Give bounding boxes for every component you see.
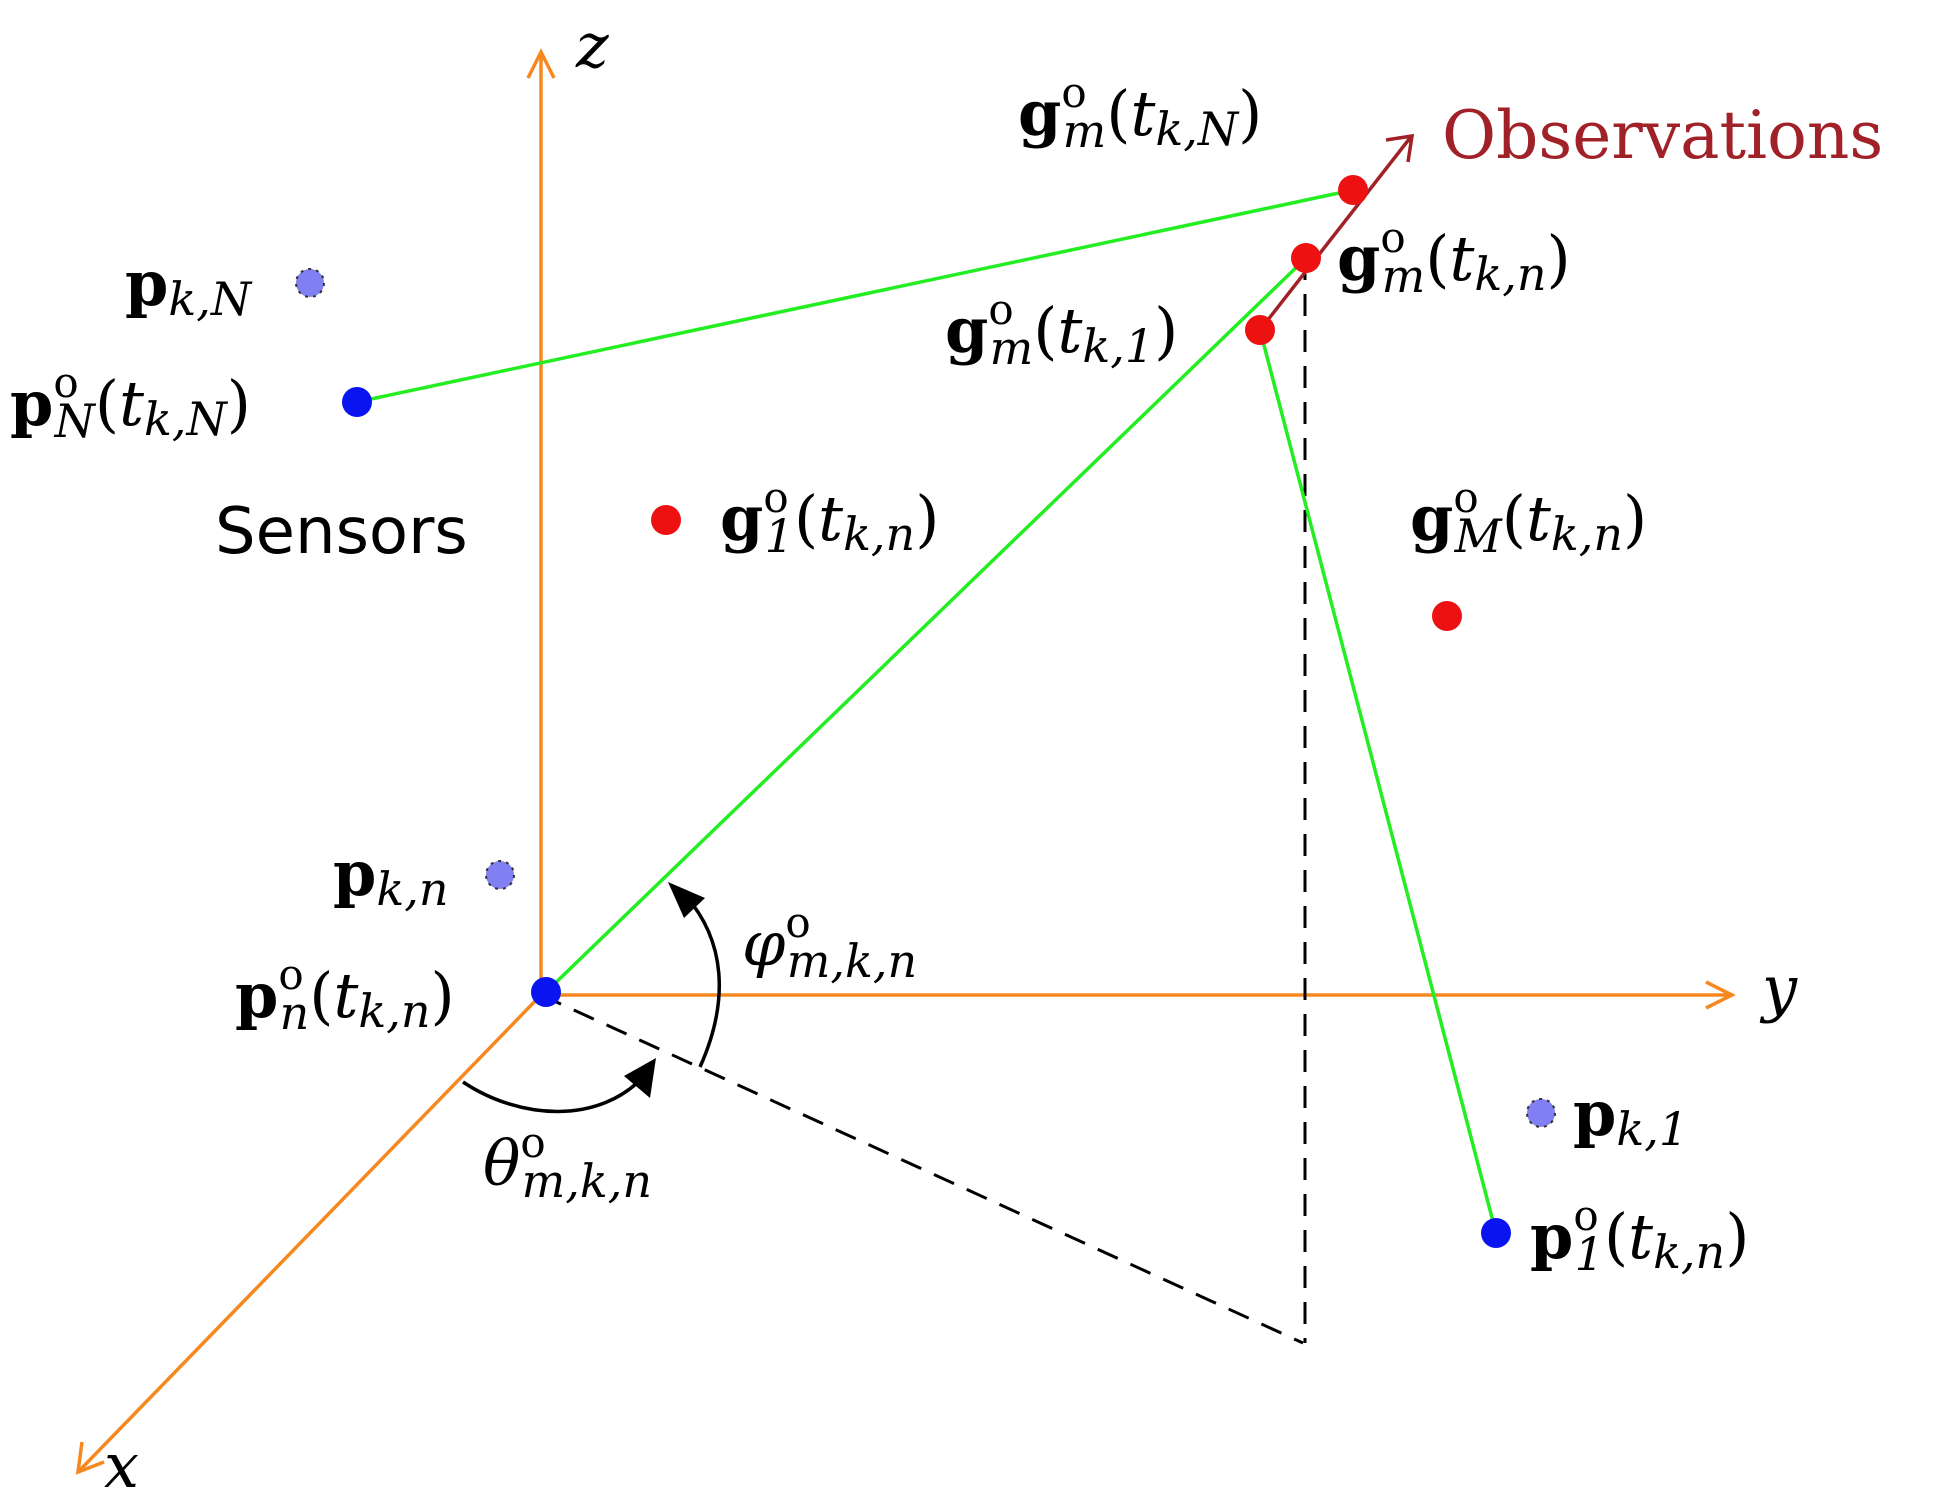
target-m-tkN xyxy=(1338,175,1368,205)
target-M xyxy=(1432,601,1462,631)
los-sensor-1 xyxy=(1258,329,1498,1234)
los-sensor-N xyxy=(356,188,1354,404)
angle-arcs xyxy=(462,882,722,1114)
y-axis-label: y xyxy=(1759,952,1798,1025)
x-axis-label: x xyxy=(104,1429,139,1497)
x-axis xyxy=(78,993,543,1472)
projection-lines xyxy=(540,258,1307,1345)
theta-curved-arrow-icon xyxy=(624,1058,656,1098)
sensor-n-estimate xyxy=(485,860,515,890)
theta-arc xyxy=(462,1073,647,1114)
observation-trajectory xyxy=(1258,133,1415,332)
sensors-label: Sensors xyxy=(215,495,468,569)
y-axis-arrow-head-icon xyxy=(1705,980,1736,1010)
sensor-1-true xyxy=(1481,1218,1511,1248)
axes xyxy=(75,48,1736,1475)
p-k1-label: pk,1 xyxy=(1573,1077,1688,1156)
lines-of-sight xyxy=(356,188,1498,1234)
sensor-N-estimate xyxy=(295,268,325,298)
observation-arrow-head-icon xyxy=(1385,133,1415,163)
x-axis-arrow-head-icon xyxy=(75,1441,105,1475)
phi-curved-arrow-icon xyxy=(668,882,705,918)
sensor-n-true xyxy=(531,977,561,1007)
observations-label: Observations xyxy=(1442,97,1883,174)
observation-line xyxy=(1258,136,1412,332)
sensor-1-estimate xyxy=(1526,1098,1556,1128)
p-kN-label: pk,N xyxy=(125,247,253,326)
p-kn-label: pk,n xyxy=(333,837,448,916)
z-axis-label: z xyxy=(575,9,609,82)
target-1 xyxy=(651,505,681,535)
points xyxy=(295,175,1556,1248)
los-sensor-n xyxy=(544,256,1308,994)
target-m-tkn xyxy=(1291,243,1321,273)
sensor-N-true xyxy=(342,387,372,417)
ground-projection-dashed-line xyxy=(540,993,1304,1345)
target-m-tk1 xyxy=(1245,315,1275,345)
z-axis-arrow-head-icon xyxy=(526,48,556,79)
phi-arc xyxy=(683,893,722,1068)
